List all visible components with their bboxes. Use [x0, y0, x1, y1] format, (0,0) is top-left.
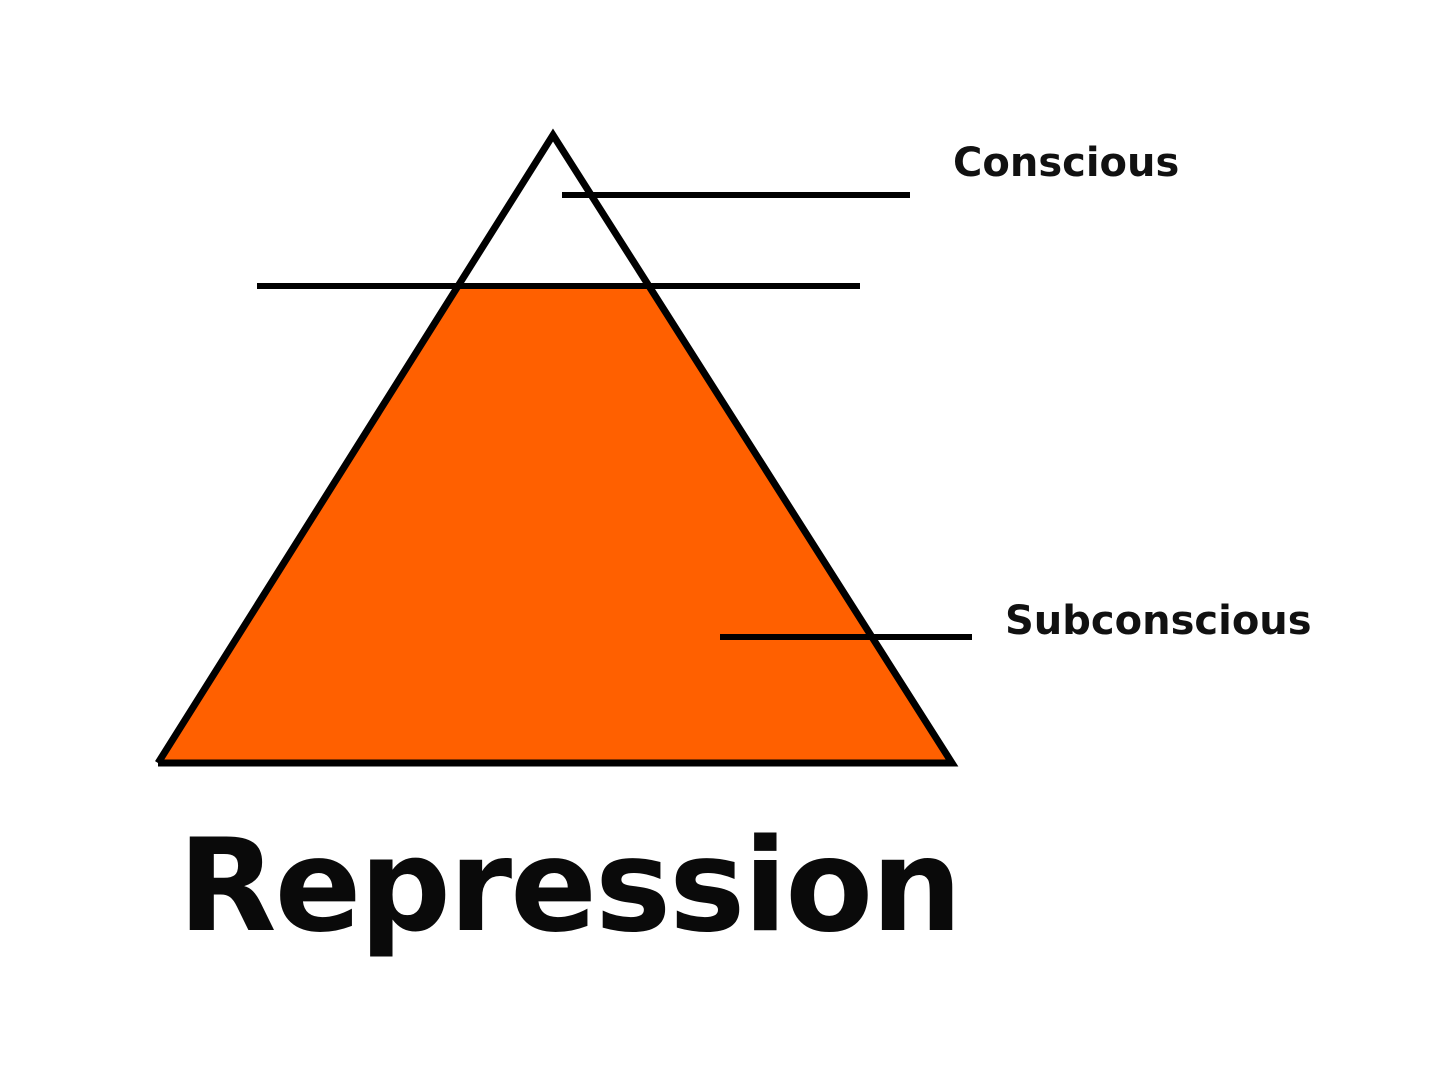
triangle-outline — [155, 128, 959, 767]
subconscious-region — [158, 286, 952, 763]
subconscious-label: Subconscious — [1005, 598, 1312, 644]
conscious-label: Conscious — [953, 140, 1180, 186]
diagram-title: Repression — [178, 812, 962, 961]
